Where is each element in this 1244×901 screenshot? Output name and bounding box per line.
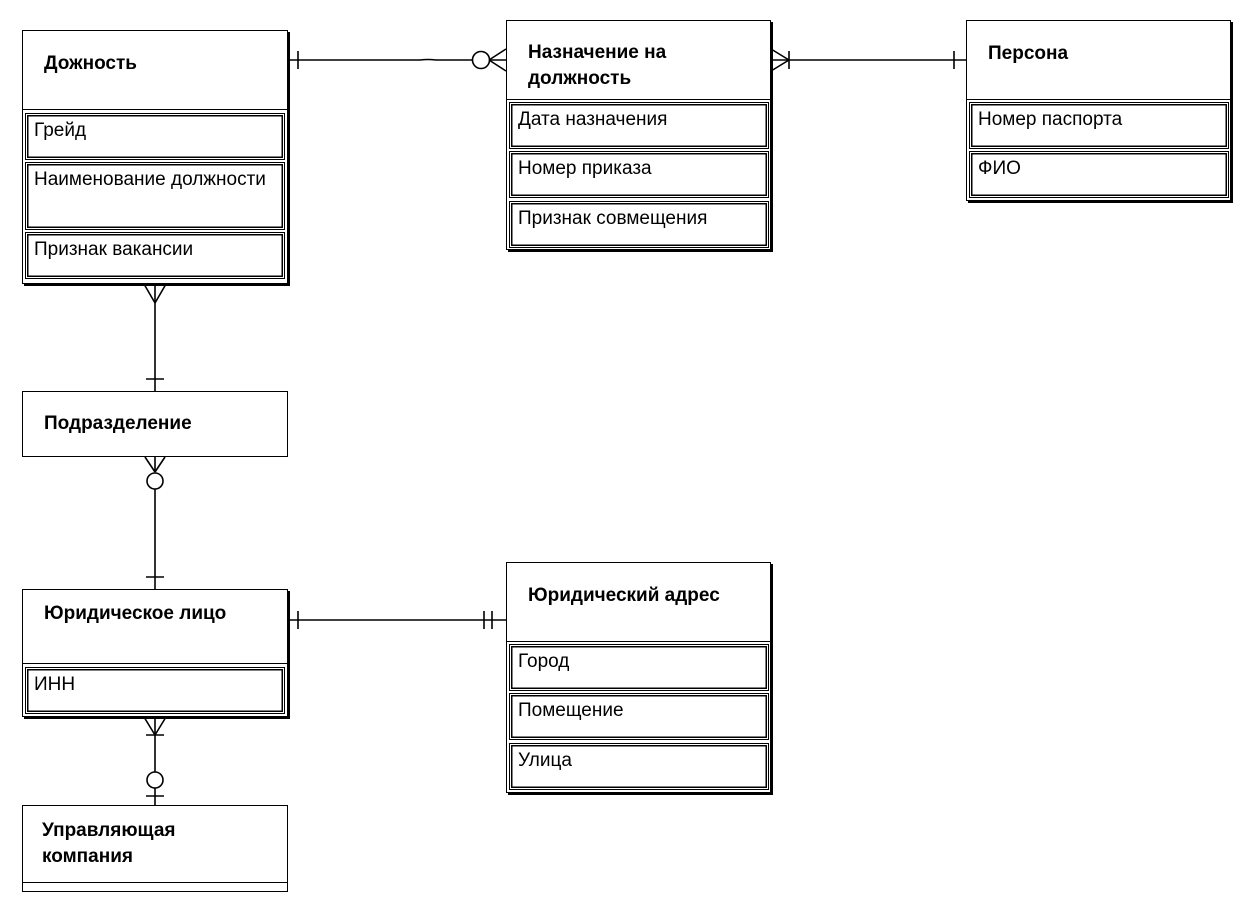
edge-dolzhnost-naznachenie: [288, 48, 507, 72]
entity-title: Дожность: [44, 53, 137, 74]
entity-upravlyayushchaya[interactable]: Управляющая компания: [22, 805, 288, 892]
edge-yurlico-upravlyayushchaya: [143, 716, 167, 805]
attribute-row[interactable]: ИНН: [25, 667, 285, 714]
attribute-row[interactable]: Улица: [509, 743, 769, 790]
header-divider: [507, 641, 770, 642]
attribute-row[interactable]: Признак совмещения: [509, 201, 769, 248]
entity-persona[interactable]: Персона Номер паспорта ФИО: [966, 20, 1231, 201]
entity-dolzhnost[interactable]: Дожность Грейд Наименование должности Пр…: [22, 30, 288, 284]
attribute-row[interactable]: Грейд: [25, 113, 285, 160]
attribute-row[interactable]: Дата назначения: [509, 102, 769, 149]
header-divider: [23, 109, 287, 110]
header-divider: [23, 882, 287, 883]
entity-title: Назначение на должность: [528, 42, 667, 89]
entity-title: Персона: [988, 43, 1069, 64]
entity-yurlico[interactable]: Юридическое лицо ИНН: [22, 589, 288, 717]
edge-naznachenie-persona: [770, 48, 966, 72]
header-divider: [507, 99, 770, 100]
header-divider: [967, 99, 1230, 100]
edge-dolzhnost-podrazdelenie: [143, 283, 167, 391]
attribute-row[interactable]: Наименование должности: [25, 162, 285, 230]
attribute-row[interactable]: ФИО: [969, 151, 1229, 198]
entity-title: Управляющая компания: [42, 820, 176, 867]
entity-naznachenie[interactable]: Назначение на должность Дата назначения …: [506, 20, 771, 250]
edge-podrazdelenie-yurlico: [144, 456, 166, 589]
header-divider: [23, 663, 287, 664]
attribute-row[interactable]: Номер паспорта: [969, 102, 1229, 149]
entity-podrazdelenie[interactable]: Подразделение: [22, 391, 288, 457]
entity-title: Юридическое лицо: [44, 603, 227, 624]
entity-title: Юридический адрес: [528, 585, 720, 606]
attribute-row[interactable]: Помещение: [509, 693, 769, 740]
attribute-row[interactable]: Город: [509, 644, 769, 691]
attribute-row[interactable]: Номер приказа: [509, 151, 769, 198]
attribute-row[interactable]: Признак вакансии: [25, 232, 285, 279]
entity-title: Подразделение: [44, 413, 192, 434]
entity-yuradres[interactable]: Юридический адрес Город Помещение Улица: [506, 562, 771, 793]
edge-yurlico-yuradres: [288, 611, 506, 629]
